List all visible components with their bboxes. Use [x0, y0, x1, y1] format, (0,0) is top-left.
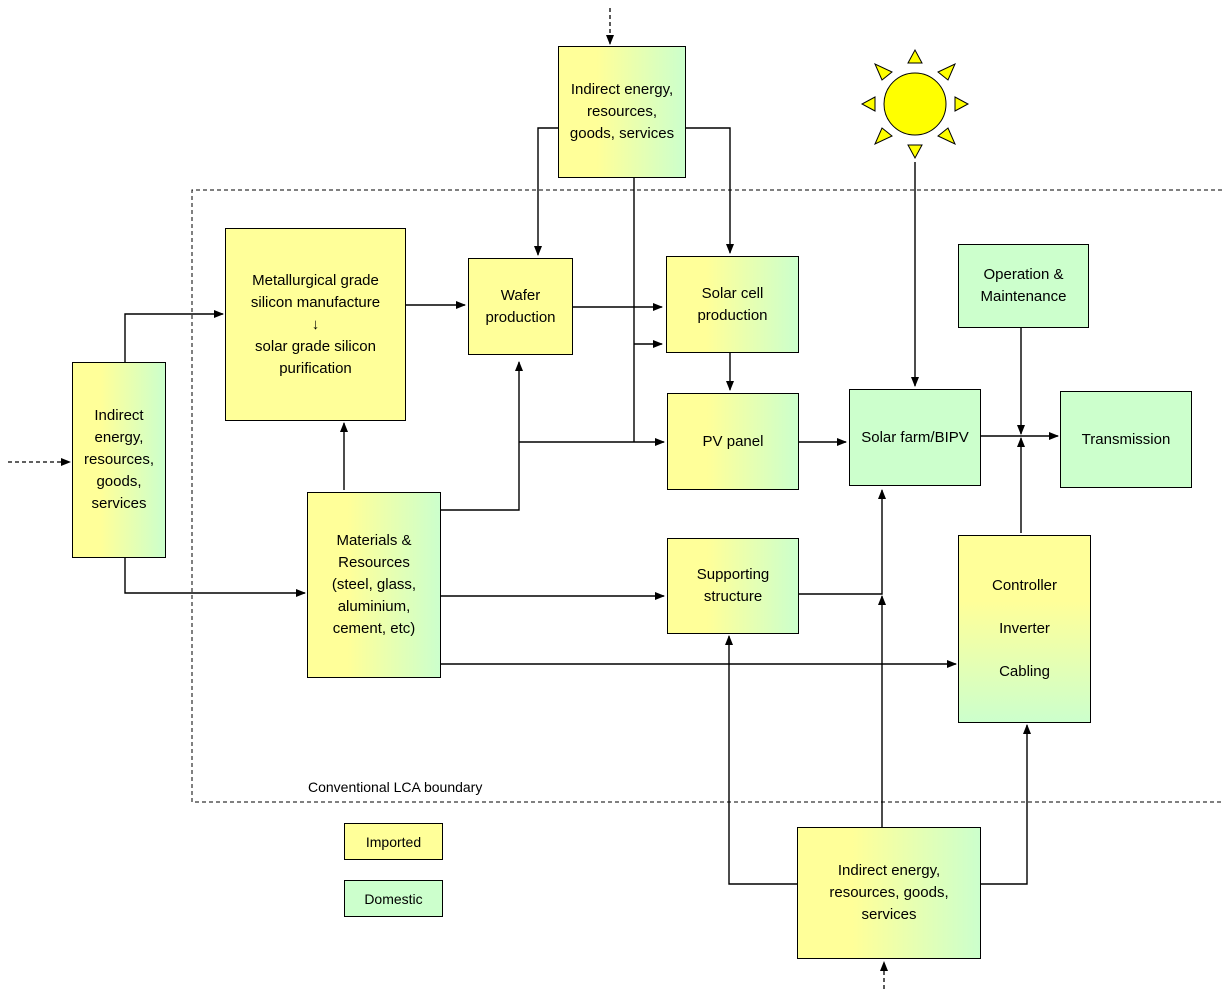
legend-domestic-label: Domestic	[364, 890, 423, 907]
box-controller: Controller Inverter Cabling	[958, 535, 1091, 723]
box-pv-panel: PV panel	[667, 393, 799, 490]
box-supporting-line: structure	[703, 588, 763, 605]
box-indirect-top-line: goods, services	[569, 125, 675, 142]
box-materials-line: (steel, glass,	[331, 576, 417, 593]
lca-boundary-label: Conventional LCA boundary	[308, 779, 483, 795]
box-mg-silicon-arrow: ↓	[311, 315, 320, 333]
box-indirect-left-line: services	[91, 495, 147, 512]
box-indirect-bottom: Indirect energy, resources, goods, servi…	[797, 827, 981, 959]
box-controller-line: Inverter	[999, 619, 1050, 637]
box-indirect-top: Indirect energy, resources, goods, servi…	[558, 46, 686, 178]
sun-icon	[860, 48, 970, 160]
arrow-indirect-to-solarcell	[686, 127, 734, 254]
box-indirect-bottom-line: services	[861, 906, 917, 923]
box-materials: Materials & Resources (steel, glass, alu…	[307, 492, 441, 678]
arrow-left-to-mgsilicon	[124, 310, 224, 362]
box-indirect-left-line: goods,	[96, 473, 142, 490]
box-indirect-top-line: Indirect energy,	[570, 81, 674, 98]
legend-imported-label: Imported	[365, 833, 422, 850]
legend-imported: Imported	[344, 823, 443, 860]
box-indirect-left-line: resources,	[83, 451, 155, 468]
box-mg-silicon-line: Metallurgical grade	[252, 271, 379, 289]
lca-boundary	[191, 189, 1222, 803]
box-operation-line: Maintenance	[980, 288, 1067, 305]
box-wafer-line: Wafer	[500, 286, 541, 304]
box-indirect-left-line: Indirect	[94, 407, 144, 424]
arrow-bottom-to-supporting	[725, 635, 797, 885]
box-solar-farm-label: Solar farm/BIPV	[861, 428, 969, 446]
box-operation: Operation & Maintenance	[958, 244, 1089, 328]
arrow-bottom-to-controller	[981, 724, 1031, 885]
box-mg-silicon-line: purification	[279, 359, 352, 377]
box-transmission-label: Transmission	[1081, 430, 1171, 448]
box-controller-line: Controller	[991, 576, 1058, 594]
box-indirect-top-line: resources,	[586, 103, 658, 120]
legend-domestic: Domestic	[344, 880, 443, 917]
box-supporting-line: Supporting	[696, 566, 770, 583]
box-materials-line: aluminium,	[337, 598, 411, 615]
box-mg-silicon-line: solar grade silicon	[255, 337, 376, 355]
box-materials-line: Resources	[338, 554, 410, 571]
box-materials-line: cement, etc)	[332, 620, 416, 637]
arrow-indirect-to-wafer	[534, 127, 558, 256]
arrow-supporting-to-solarfarm	[799, 489, 886, 595]
box-solar-cell-line: Solar cell	[701, 284, 764, 302]
box-supporting: Supporting structure	[667, 538, 799, 634]
box-controller-line: Cabling	[999, 663, 1050, 681]
box-mg-silicon-line: silicon manufacture	[250, 293, 381, 311]
box-solar-cell: Solar cell production	[666, 256, 799, 353]
box-solar-cell-line: production	[697, 306, 768, 324]
box-operation-line: Operation &	[983, 266, 1064, 283]
box-wafer: Wafer production	[468, 258, 573, 355]
box-indirect-left-line: energy,	[94, 429, 144, 446]
arrow-left-to-materials	[124, 558, 306, 597]
box-wafer-line: production	[485, 308, 556, 326]
box-indirect-left: Indirect energy, resources, goods, servi…	[72, 362, 166, 558]
box-materials-line: Materials &	[336, 532, 412, 549]
box-indirect-bottom-line: resources, goods,	[829, 884, 949, 901]
box-solar-farm: Solar farm/BIPV	[849, 389, 981, 486]
box-mg-silicon: Metallurgical grade silicon manufacture …	[225, 228, 406, 421]
box-transmission: Transmission	[1060, 391, 1192, 488]
box-indirect-bottom-line: Indirect energy,	[837, 862, 941, 879]
arrow-materials-to-wafer	[441, 361, 523, 511]
box-pv-panel-label: PV panel	[702, 432, 764, 450]
